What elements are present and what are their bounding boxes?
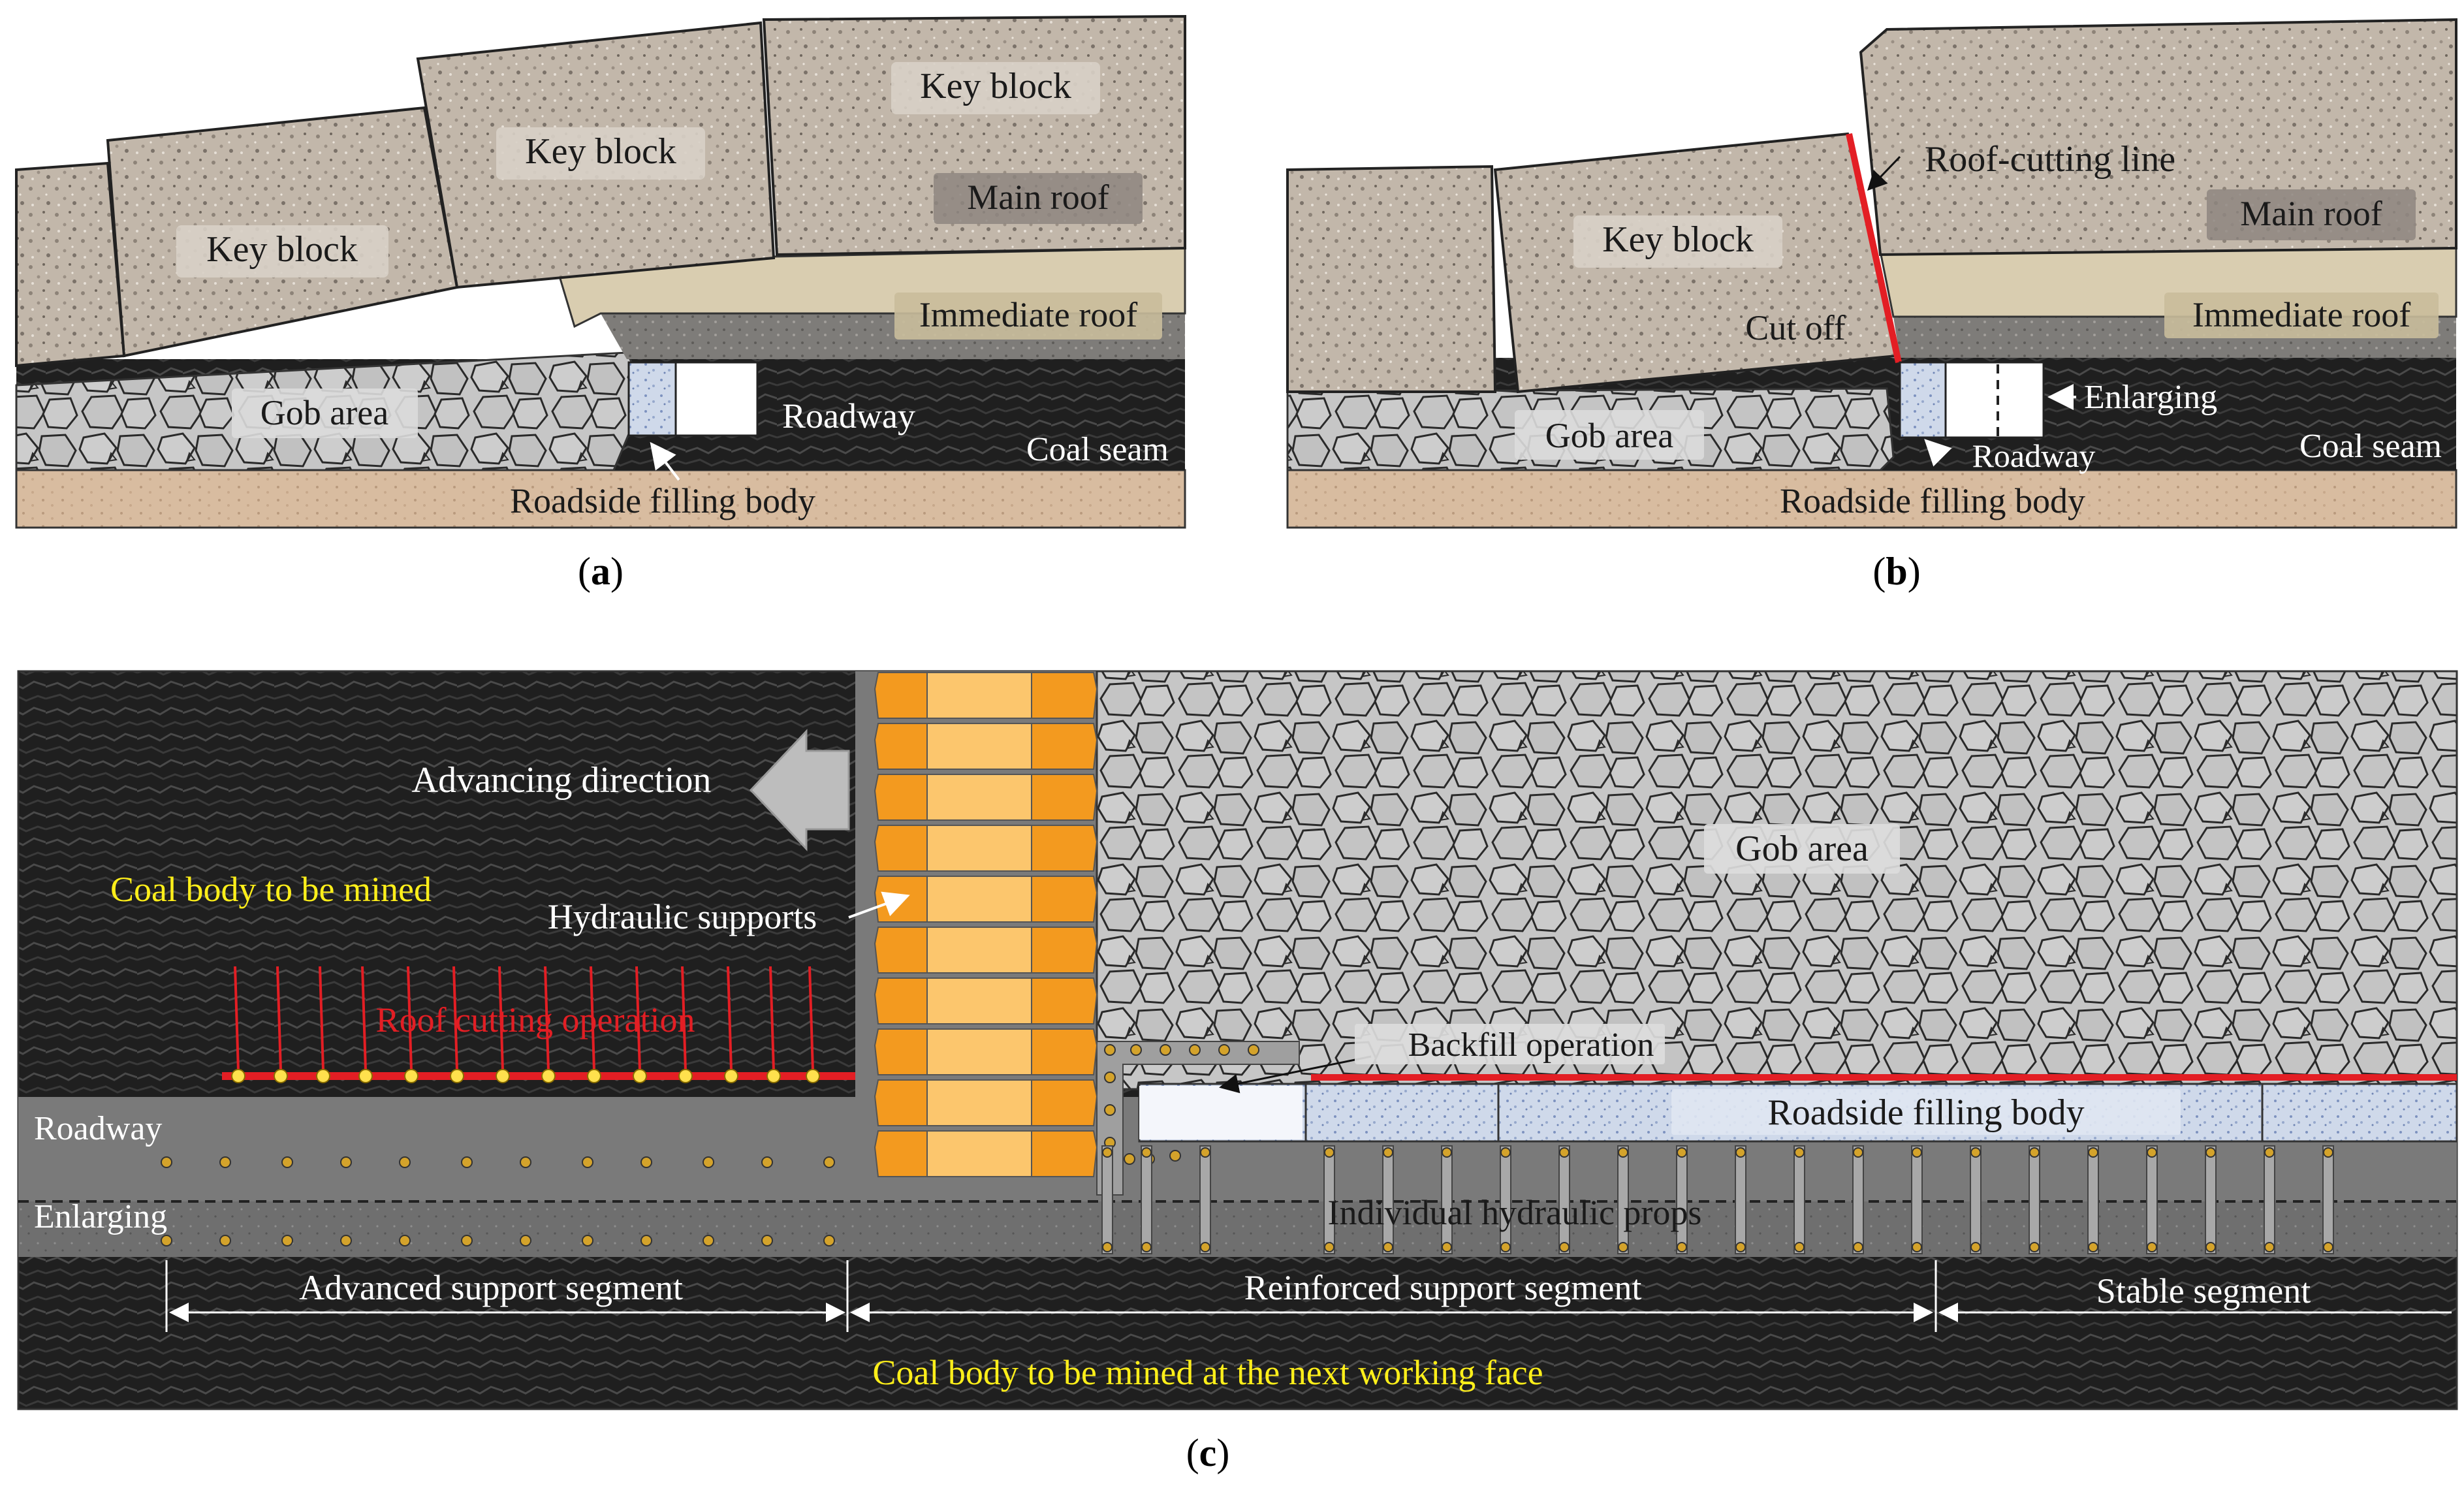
individual-hydraulic-props <box>1101 1145 2334 1254</box>
roadway-a <box>674 361 759 437</box>
label-coal-body-to-be-mined: Coal body to be mined <box>110 870 432 909</box>
label-reinforced-support-segment: Reinforced support segment <box>1244 1268 1642 1307</box>
panel-b: Key block Roof-cutting line Main roof Im… <box>1286 18 2457 593</box>
label-main-roof-a: Main roof <box>967 178 1109 217</box>
label-filling-b: Roadside filling body <box>1780 481 2085 520</box>
label-key-block-b: Key block <box>1602 219 1754 260</box>
label-key-block-right-a: Key block <box>920 66 1071 106</box>
roadway-b <box>1944 361 2045 439</box>
segment-dimension-lines <box>165 1260 2452 1332</box>
floor-b <box>1286 469 2457 529</box>
label-individual-hydraulic-props: Individual hydraulic props <box>1328 1193 1702 1232</box>
hydraulic-supports <box>874 672 1098 1177</box>
roof-cutting-line <box>1846 133 1902 364</box>
label-cut-off: Cut off <box>1745 308 1846 347</box>
label-enlarging-c: Enlarging <box>34 1198 167 1235</box>
label-advancing-direction: Advancing direction <box>412 760 712 801</box>
label-advanced-support-segment: Advanced support segment <box>299 1268 683 1307</box>
label-filling-body-c: Roadside filling body <box>1767 1092 2084 1133</box>
label-stable-segment: Stable segment <box>2096 1271 2311 1310</box>
label-immediate-roof-b: Immediate roof <box>2192 295 2410 334</box>
label-next-face-coal: Coal body to be mined at the next workin… <box>872 1353 1543 1392</box>
caption-c: (c) <box>1186 1431 1230 1474</box>
support-unit <box>874 672 1098 719</box>
label-gob-area-a: Gob area <box>261 393 388 432</box>
label-backfill-operation: Backfill operation <box>1408 1026 1654 1064</box>
support-unit <box>874 723 1098 770</box>
enlarging-zone-c <box>18 1201 2457 1257</box>
support-unit <box>874 825 1098 872</box>
support-unit <box>874 774 1098 821</box>
advancing-arrow <box>749 729 850 851</box>
filling-body-b <box>1899 361 1947 439</box>
gob-c <box>1096 670 2458 1090</box>
label-roadway-b: Roadway <box>1972 437 2096 474</box>
label-enlarging-b: Enlarging <box>2084 379 2217 416</box>
cutting-drill-holes <box>234 966 814 1071</box>
label-gob-area-b: Gob area <box>1545 416 1673 455</box>
label-coal-seam-a: Coal seam <box>1026 431 1169 468</box>
cutting-points <box>231 1069 820 1083</box>
panel-c: Backfill operation Advancing direction C… <box>17 670 2458 1474</box>
label-roof-cutting-operation: Roof cutting operation <box>376 1000 695 1040</box>
label-key-block-mid-a: Key block <box>525 131 676 172</box>
rock-left-edge-b <box>1286 165 1497 393</box>
label-immediate-roof-a: Immediate roof <box>919 295 1137 334</box>
label-coal-seam-b: Coal seam <box>2299 428 2442 465</box>
label-key-block-left-a: Key block <box>206 229 358 270</box>
label-hydraulic-supports: Hydraulic supports <box>548 897 817 936</box>
backfill-pipe <box>1096 1041 1300 1196</box>
support-unit <box>874 1130 1098 1177</box>
label-filling-a: Roadside filling body <box>510 481 815 520</box>
label-gob-area-c: Gob area <box>1735 829 1869 869</box>
caption-b: (b) <box>1872 550 1920 593</box>
advanced-support-dots <box>161 1156 835 1246</box>
support-unit <box>874 1028 1098 1075</box>
filling-body-a <box>627 361 677 437</box>
label-roadway-a: Roadway <box>782 396 915 436</box>
support-unit <box>874 876 1098 923</box>
rock-left-edge-a <box>15 161 126 368</box>
support-unit <box>874 927 1098 974</box>
support-unit <box>874 1079 1098 1126</box>
support-unit <box>874 977 1098 1024</box>
floor-a <box>15 469 1186 529</box>
panel-a: Key block Key block Key block Main roof … <box>15 14 1186 593</box>
label-roadway-c: Roadway <box>34 1110 162 1147</box>
label-main-roof-b: Main roof <box>2240 194 2382 233</box>
label-roof-cutting-line: Roof-cutting line <box>1925 139 2175 180</box>
caption-a: (a) <box>578 550 624 593</box>
